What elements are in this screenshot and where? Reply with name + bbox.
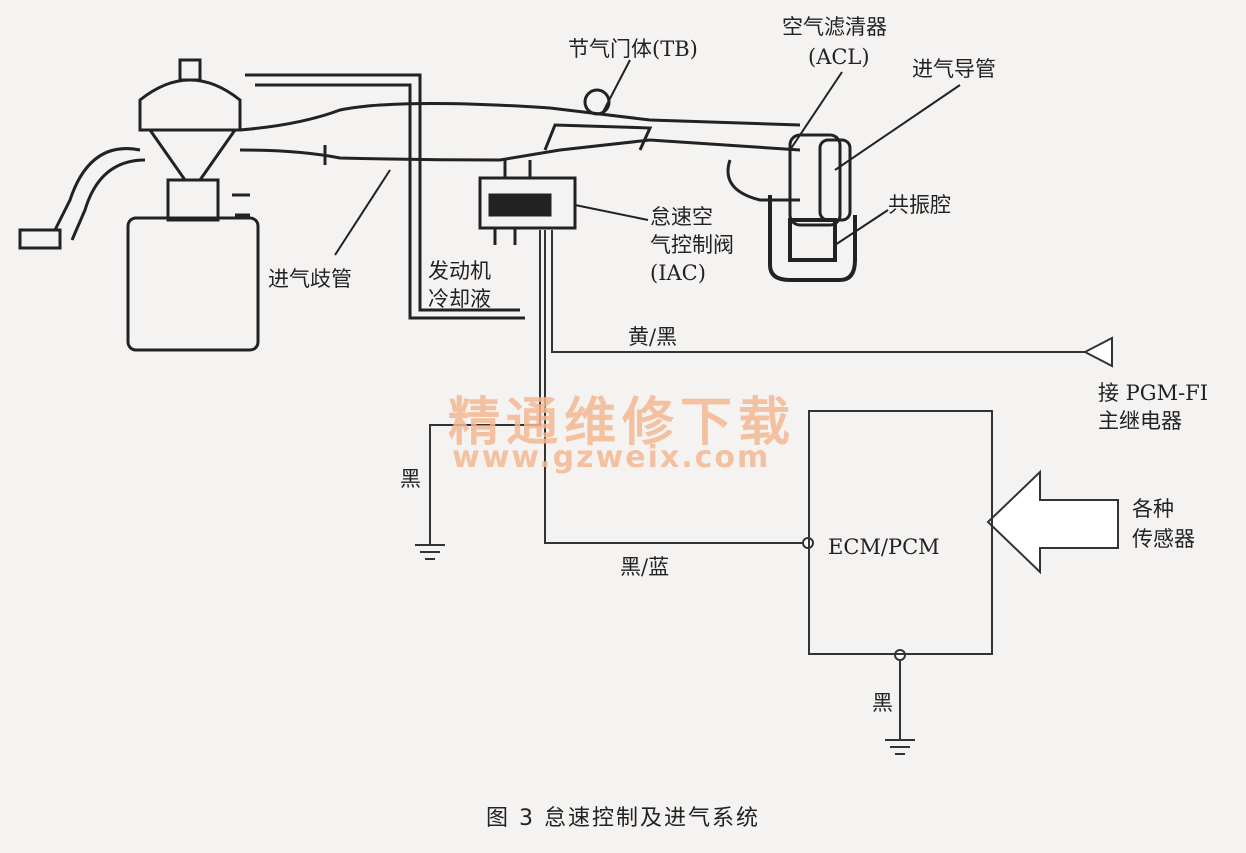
ground-icon-right — [885, 739, 915, 755]
intake-manifold — [239, 73, 801, 320]
label-resonator: 共振腔 — [888, 193, 951, 217]
label-wire-black-blue: 黑/蓝 — [620, 555, 670, 579]
label-sensors-1: 各种 — [1132, 497, 1174, 521]
label-ecm: ECM/PCM — [828, 535, 940, 559]
label-ground-left: 黑 — [400, 467, 421, 491]
wiring — [429, 230, 1085, 740]
label-relay-1: 接 PGM-FI — [1098, 381, 1209, 405]
sensors-arrow-icon — [986, 469, 1119, 575]
ecm-box — [808, 410, 993, 655]
label-air-cleaner-2: (ACL) — [808, 45, 870, 69]
connector-icon — [1082, 336, 1113, 368]
left-hose — [18, 147, 146, 250]
label-ground-right: 黑 — [872, 691, 893, 715]
air-cleaner — [726, 133, 852, 227]
label-iac-3: (IAC) — [650, 261, 706, 285]
resonator — [768, 195, 857, 282]
label-throttle-body: 节气门体(TB) — [568, 37, 698, 61]
label-wire-yellow-black: 黄/黑 — [628, 325, 678, 349]
iac-valve — [478, 160, 577, 245]
ecm-terminal-bottom — [894, 649, 906, 661]
label-iac-2: 气控制阀 — [650, 233, 734, 257]
label-relay-2: 主继电器 — [1098, 409, 1182, 433]
label-coolant-2: 冷却液 — [428, 287, 491, 311]
label-sensors-2: 传感器 — [1132, 527, 1195, 551]
label-manifold: 进气歧管 — [268, 267, 352, 291]
figure-caption: 图 3 怠速控制及进气系统 — [486, 806, 760, 831]
watermark-title: 精通维修下载 — [448, 393, 797, 453]
label-intake-duct: 进气导管 — [912, 57, 996, 81]
ground-icon-left — [415, 530, 445, 560]
engine-block — [126, 58, 260, 352]
label-coolant-1: 发动机 — [428, 259, 491, 283]
label-iac-1: 怠速空 — [650, 205, 713, 229]
label-air-cleaner-1: 空气滤清器 — [782, 15, 887, 39]
pointer-lines — [334, 59, 961, 256]
watermark-url: www.gzweix.com — [452, 440, 771, 475]
